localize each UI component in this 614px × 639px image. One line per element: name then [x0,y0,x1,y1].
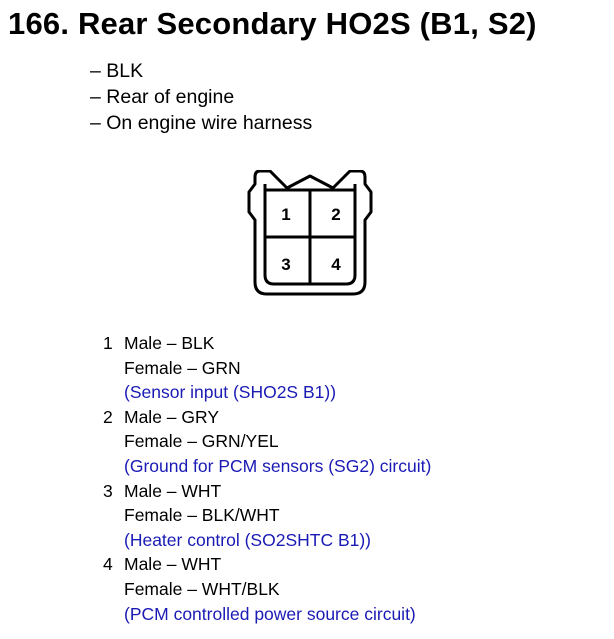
pin-number: 3 [103,480,113,501]
connector-pin-2-label: 2 [331,205,340,224]
note-location: – Rear of engine [90,86,235,108]
pin-male-wire: Male – GRY [124,406,219,427]
pin-female-wire: Female – WHT/BLK [124,578,280,599]
pin-number: 1 [103,333,113,353]
pin-description: (Sensor input (SHO2S B1)) [124,382,337,403]
note-color: – BLK [90,60,144,82]
connector-pin-3-label: 3 [281,255,290,274]
pin-list: 1 Male – BLK Female – GRN (Sensor input … [103,331,431,626]
pin-female-wire: Female – BLK/WHT [124,505,280,526]
connector-housing-outline [247,170,373,296]
pin-male-wire: Male – WHT [124,554,222,575]
page-title: 166. Rear Secondary HO2S (B1, S2) [8,6,537,41]
pin-number: 4 [103,554,113,575]
connector-pin-1-label: 1 [281,205,290,224]
connector-diagram: 1 2 3 4 [247,170,373,296]
pin-entry-1: 1 Male – BLK Female – GRN (Sensor input … [103,331,431,405]
pin-male-wire: Male – WHT [124,480,222,501]
pin-number: 2 [103,406,113,427]
connector-notes: – BLK – Rear of engine – On engine wire … [90,58,312,136]
pin-description: (Ground for PCM sensors (SG2) circuit) [124,455,432,476]
connector-inner-body [263,188,357,286]
pin-female-wire: Female – GRN/YEL [124,431,279,452]
pin-description: (Heater control (SO2SHTC B1)) [124,529,372,550]
pin-description: (PCM controlled power source circuit) [124,603,416,624]
pin-male-wire: Male – BLK [124,333,215,353]
connector-pin-4-label: 4 [331,255,341,274]
pin-entry-2: 2 Male – GRY Female – GRN/YEL (Ground fo… [103,405,431,479]
note-harness: – On engine wire harness [90,112,313,134]
pin-entry-4: 4 Male – WHT Female – WHT/BLK (PCM contr… [103,552,431,626]
pin-female-wire: Female – GRN [124,357,241,378]
pin-entry-3: 3 Male – WHT Female – BLK/WHT (Heater co… [103,479,431,553]
